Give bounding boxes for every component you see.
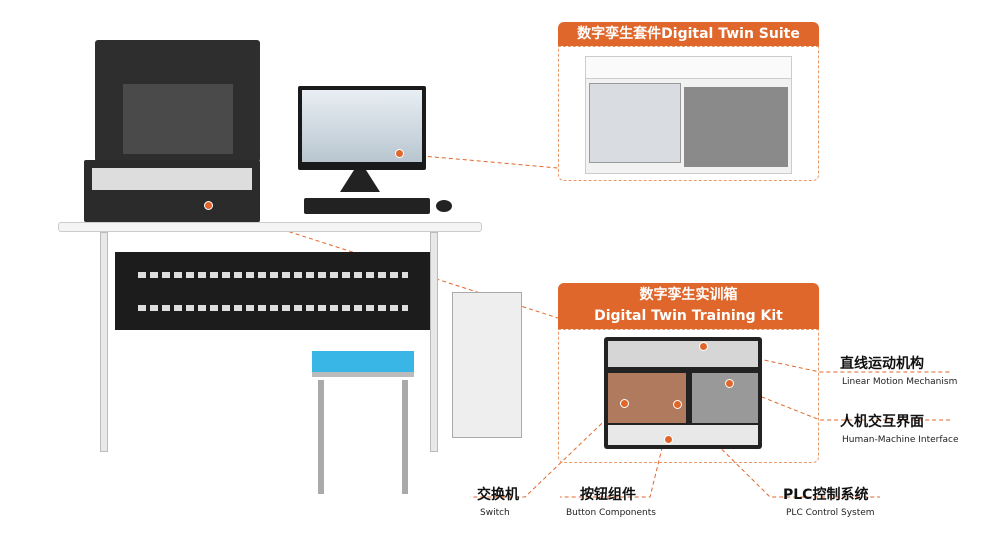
pointer-dot-plc xyxy=(673,400,682,409)
desk-leg-left xyxy=(100,232,108,452)
plc-area xyxy=(608,373,686,423)
label-linear-motion-en: Linear Motion Mechanism xyxy=(842,377,958,387)
pointer-dot-suite xyxy=(395,149,404,158)
pointer-dot-switch xyxy=(620,399,629,408)
kit-title-zh: 数字孪生实训箱 xyxy=(639,287,738,303)
suite-panel xyxy=(558,46,819,181)
kit-panel-header: 数字孪生实训箱 Digital Twin Training Kit xyxy=(558,283,819,329)
suite-panel-header: 数字孪生套件Digital Twin Suite xyxy=(558,22,819,46)
kit-title-en: Digital Twin Training Kit xyxy=(594,308,783,324)
mouse xyxy=(436,200,452,212)
pointer-dot-kit xyxy=(204,201,213,210)
pc-tower xyxy=(452,292,522,438)
pointer-dot-buttons xyxy=(664,435,673,444)
monitor-screen xyxy=(302,90,422,162)
desk-vent-1 xyxy=(138,272,408,278)
label-plc-en: PLC Control System xyxy=(786,508,875,518)
desk-vent-2 xyxy=(138,305,408,311)
pointer-dot-hmi xyxy=(725,379,734,388)
label-plc-zh: PLC控制系统 xyxy=(783,487,869,503)
desk-top xyxy=(58,222,482,232)
kit-case-panel xyxy=(92,168,252,190)
linear-rail xyxy=(608,341,758,367)
keyboard xyxy=(304,198,430,214)
label-buttons-en: Button Components xyxy=(566,508,656,518)
desk-back-panel xyxy=(115,252,435,330)
kit-top-view xyxy=(604,337,762,449)
label-linear-motion-zh: 直线运动机构 xyxy=(840,356,924,372)
software-hmi-view xyxy=(589,83,681,163)
desk-leg-right xyxy=(430,232,438,452)
software-3d-view xyxy=(684,87,788,167)
kit-panel xyxy=(558,329,819,463)
software-ribbon xyxy=(586,57,791,79)
label-buttons-zh: 按钮组件 xyxy=(580,487,636,503)
stool-legs xyxy=(318,380,408,494)
kit-lid-screen xyxy=(123,84,233,154)
stool-seat xyxy=(312,351,414,377)
label-switch-en: Switch xyxy=(480,508,510,518)
label-hmi-zh: 人机交互界面 xyxy=(840,414,924,430)
pointer-dot-linear xyxy=(699,342,708,351)
button-strip xyxy=(608,425,758,445)
software-screenshot xyxy=(585,56,792,174)
label-switch-zh: 交换机 xyxy=(477,487,519,503)
label-hmi-en: Human-Machine Interface xyxy=(842,435,959,445)
